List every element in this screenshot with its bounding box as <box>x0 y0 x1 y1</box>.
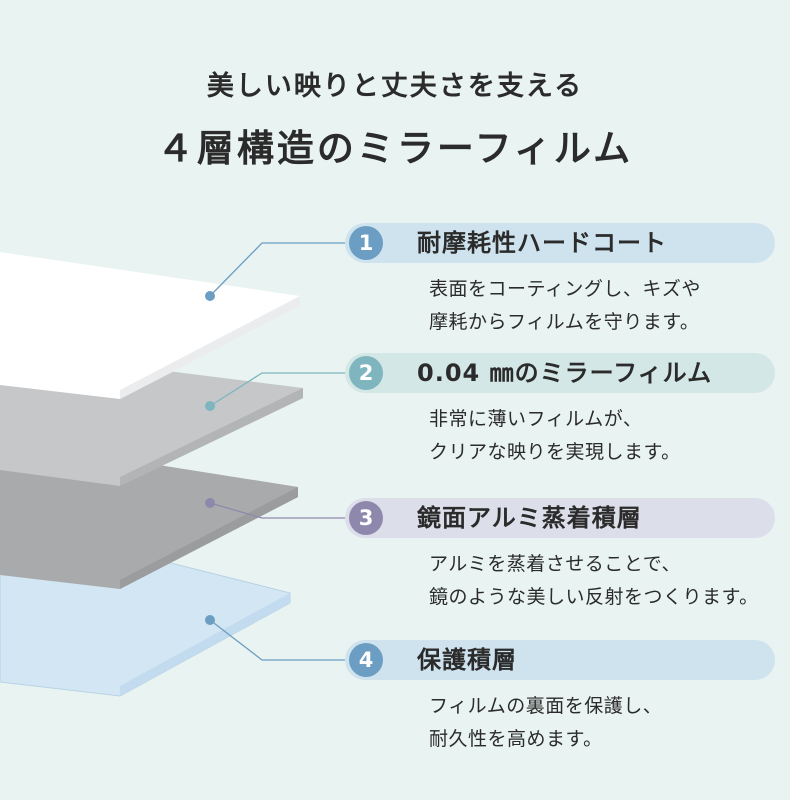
layer-2-edge <box>120 388 303 486</box>
layer-2-desc-line-2: クリアな映りを実現します。 <box>429 441 681 463</box>
layer-1-description: 表面をコーティングし、キズや 摩耗からフィルムを守ります。 <box>429 273 775 339</box>
connector-dot-3 <box>205 498 215 508</box>
connector-dot-1 <box>205 291 215 301</box>
layer-row-1: 1 耐摩耗性ハードコート 表面をコーティングし、キズや 摩耗からフィルムを守りま… <box>345 223 775 339</box>
layer-4-desc-line-1: フィルムの裏面を保護し、 <box>429 695 663 717</box>
layer-4-description: フィルムの裏面を保護し、 耐久性を高めます。 <box>429 690 775 756</box>
layer-2-desc-line-1: 非常に薄いフィルムが、 <box>429 408 643 430</box>
layer-4-edge <box>120 593 290 696</box>
connector-line-4 <box>209 619 345 661</box>
layer-row-3: 3 鏡面アルミ蒸着積層 アルミを蒸着させることで、 鏡のような美しい反射をつくり… <box>345 498 775 614</box>
subtitle: 美しい映りと丈夫さを支える <box>206 71 584 102</box>
layer-1-desc-line-2: 摩耗からフィルムを守ります。 <box>429 311 700 333</box>
layer-2-pill: 2 0.04 ㎜のミラーフィルム <box>345 353 775 393</box>
layer-3-pill: 3 鏡面アルミ蒸着積層 <box>345 498 775 538</box>
layer-1-badge: 1 <box>349 226 383 260</box>
layer-3-badge: 3 <box>349 501 383 535</box>
layer-2-badge: 2 <box>349 356 383 390</box>
connector-line-1 <box>209 242 345 297</box>
layer-1-desc-line-1: 表面をコーティングし、キズや <box>429 278 701 300</box>
layer-row-4: 4 保護積層 フィルムの裏面を保護し、 耐久性を高めます。 <box>345 640 775 756</box>
layer-3-edge <box>120 487 298 589</box>
layer-4-badge: 4 <box>349 643 383 677</box>
layer-2-description: 非常に薄いフィルムが、 クリアな映りを実現します。 <box>429 403 775 469</box>
layer-1-name: 耐摩耗性ハードコート <box>417 229 667 257</box>
connector-line-2 <box>209 372 345 407</box>
connector-dot-4 <box>205 615 215 625</box>
layer-1-pill: 1 耐摩耗性ハードコート <box>345 223 775 263</box>
connector-dot-2 <box>205 401 215 411</box>
layer-3-desc-line-2: 鏡のような美しい反射をつくります。 <box>429 586 759 608</box>
layer-4-name: 保護積層 <box>417 646 517 674</box>
layer-1-edge <box>120 296 300 399</box>
layer-2-name: 0.04 ㎜のミラーフィルム <box>417 359 713 387</box>
layer-1-sheet <box>0 252 300 399</box>
layer-3-desc-line-1: アルミを蒸着させることで、 <box>429 553 681 575</box>
layer-3-description: アルミを蒸着させることで、 鏡のような美しい反射をつくります。 <box>429 548 775 614</box>
layer-3-name: 鏡面アルミ蒸着積層 <box>417 504 642 532</box>
layer-4-desc-line-2: 耐久性を高めます。 <box>429 728 603 750</box>
layer-row-2: 2 0.04 ㎜のミラーフィルム 非常に薄いフィルムが、 クリアな映りを実現しま… <box>345 353 775 469</box>
page-title: ４層構造のミラーフィルム <box>156 127 634 170</box>
layer-4-pill: 4 保護積層 <box>345 640 775 680</box>
connector-line-3 <box>209 502 345 519</box>
